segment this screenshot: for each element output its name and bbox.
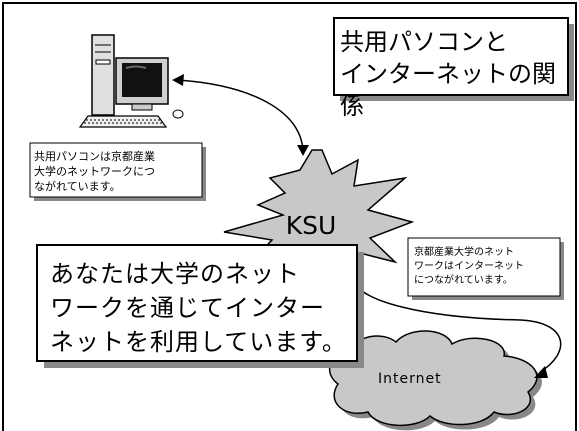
internet-label: Internet (378, 371, 442, 387)
note-left-text: 共用パソコンは京都産業 大学のネットワークにつ ながれています。 (34, 150, 155, 193)
title-text: 共用パソコンと インターネットの関係 (340, 28, 556, 120)
internet-cloud (328, 330, 538, 427)
main-msg-box (36, 244, 358, 362)
main-message-text: あなたは大学のネット ワークを通じてインター ネットを利用しています。 (50, 260, 347, 356)
ksu-internet-arrow (354, 281, 562, 378)
note-right-text: 京都産業大学のネット ワークはインターネット につながれています。 (414, 247, 524, 286)
ksu-label: KSU (285, 211, 337, 240)
note-left-box (29, 142, 203, 198)
note-right-box (407, 237, 561, 297)
computer-icon (78, 34, 184, 128)
title-box (333, 17, 569, 96)
pc-ksu-arrow (172, 74, 309, 156)
